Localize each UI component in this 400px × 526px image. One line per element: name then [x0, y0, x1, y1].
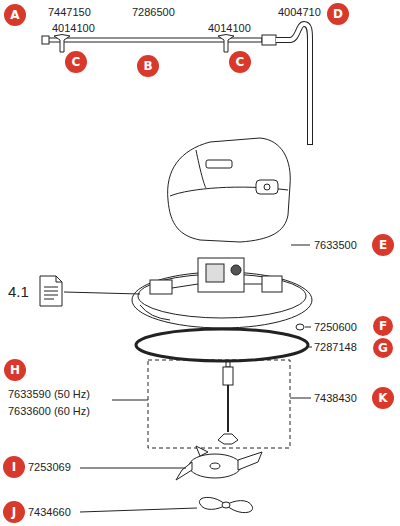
leader-line: [64, 292, 140, 294]
callout-text: J: [12, 506, 16, 518]
screw: [54, 35, 70, 53]
callout-text: E: [379, 239, 387, 251]
part-number: 7434660: [28, 506, 71, 519]
part-number: 7438430: [314, 392, 357, 405]
part-number: 7253069: [28, 461, 71, 474]
leader-line: [290, 398, 311, 399]
blade: [199, 497, 252, 512]
callout-letter: C: [229, 51, 251, 73]
tube: [276, 24, 310, 145]
tube-inner: [276, 24, 310, 144]
part-number: 7286500: [132, 6, 175, 19]
part-number: 7633600 (60 Hz): [8, 405, 90, 418]
part-number: 7447150: [48, 6, 91, 19]
callout-text: C: [72, 56, 81, 68]
gasket: [136, 329, 308, 361]
leader-line: [112, 400, 148, 401]
part-number: 7287148: [314, 341, 357, 354]
motor-base: [132, 258, 312, 328]
callout-text: C: [236, 56, 245, 68]
callout-letter: G: [373, 338, 393, 358]
callout-letter: H: [4, 359, 26, 381]
nut: [42, 36, 49, 44]
leader-line: [80, 508, 197, 512]
callout-text: H: [10, 364, 20, 376]
o-ring: [296, 324, 304, 330]
screw: [218, 35, 234, 53]
leader-line: [309, 347, 312, 348]
callout-text: K: [378, 392, 387, 404]
part-number: 4004710: [278, 6, 321, 19]
callout-letter: I: [3, 456, 25, 478]
callout-text: G: [378, 342, 388, 354]
part-number: 4.1: [8, 285, 29, 298]
callout-text: A: [10, 9, 19, 21]
callout-text: F: [379, 320, 387, 332]
callout-letter: F: [373, 316, 393, 336]
callout-letter: K: [372, 387, 394, 409]
callout-letter: D: [327, 3, 349, 25]
shaft: [218, 362, 238, 444]
leader-line: [305, 327, 311, 328]
part-number: 4014100: [52, 22, 95, 35]
part-number: 7633590 (50 Hz): [8, 388, 90, 401]
leader-line: [291, 245, 310, 246]
impeller: [176, 446, 262, 480]
callout-text: D: [333, 8, 343, 20]
connector: [262, 35, 276, 45]
callout-letter: E: [372, 234, 394, 256]
callout-letter: A: [4, 4, 26, 26]
document-icon: [40, 276, 62, 306]
callout-text: B: [143, 60, 152, 72]
callout-letter: B: [137, 55, 159, 77]
leader-line: [80, 468, 186, 469]
part-number: 7250600: [314, 321, 357, 334]
callout-letter: C: [65, 51, 87, 73]
kit-box: [148, 360, 290, 448]
cover: [168, 138, 291, 242]
part-number: 7633500: [314, 239, 357, 252]
callout-letter: J: [3, 501, 25, 523]
part-number: 4014100: [208, 22, 251, 35]
callout-text: I: [12, 461, 16, 473]
